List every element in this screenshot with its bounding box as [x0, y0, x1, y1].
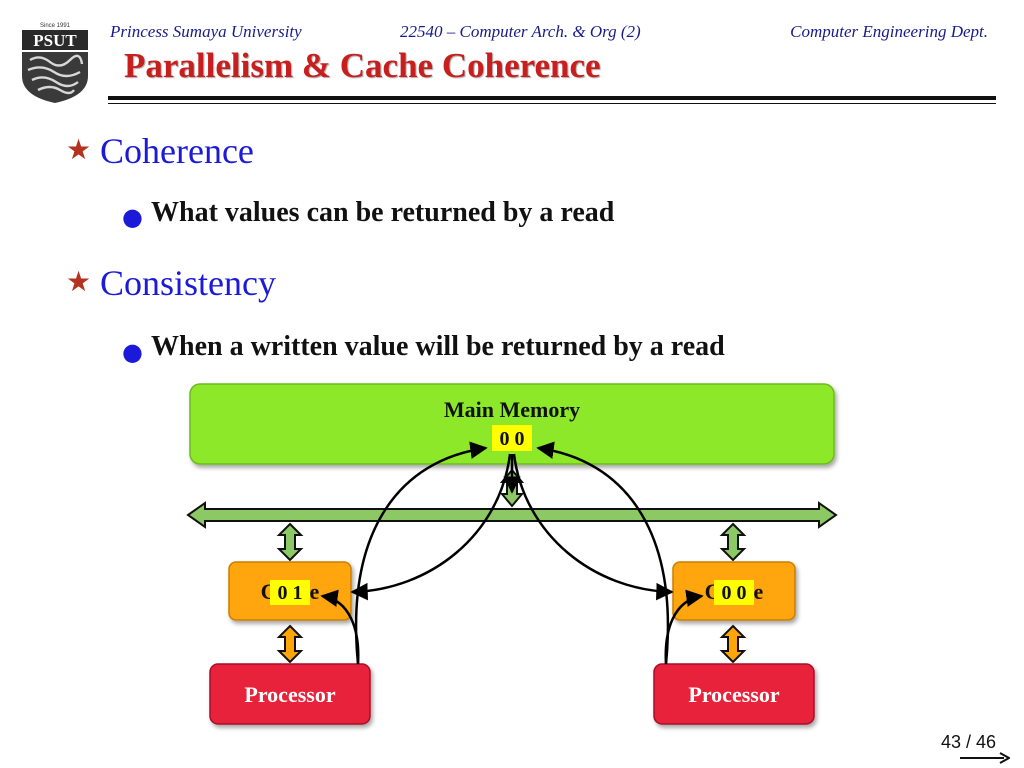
header-university: Princess Sumaya University: [110, 22, 302, 41]
logo-text-band: [22, 30, 88, 50]
cache-value-highlight-right: [714, 580, 754, 605]
cache-value-highlight-left: [270, 580, 310, 605]
processor-box-right: [653, 663, 815, 725]
round-bullet-icon: ●: [122, 203, 143, 231]
psut-logo: Since 1991 PSUT: [22, 23, 88, 103]
next-slide-icon[interactable]: [960, 752, 1010, 764]
logo-pattern: [27, 54, 84, 95]
slide-title: Parallelism & Cache Coherence: [124, 46, 601, 85]
round-bullet-icon: ●: [122, 338, 143, 366]
title-rule-thin: [108, 103, 996, 104]
memory-value-highlight: [492, 425, 532, 451]
read-arrow-left: [350, 453, 512, 601]
write-arrow-right: [536, 441, 670, 665]
sub-bullet-consistency: When a written value will be returned by…: [151, 331, 725, 362]
header-department: Computer Engineering Dept.: [790, 22, 988, 41]
write-arrow-left: [354, 441, 488, 665]
page-number: 43 / 46: [940, 732, 996, 752]
cache-value-left: 0 1: [278, 582, 303, 604]
main-memory-box: [189, 383, 835, 465]
processor-label-left: Processor: [244, 682, 335, 707]
memory-value: 0 0: [500, 428, 525, 450]
logo-caption: Since 1991: [40, 23, 71, 29]
system-bus: [186, 501, 838, 529]
main-memory-label: Main Memory: [444, 397, 580, 422]
bullet-coherence: Coherence: [100, 131, 254, 171]
bus-cache-connector-right: [719, 522, 747, 562]
star-bullet-icon: ★: [66, 133, 92, 166]
processor-label-right: Processor: [688, 682, 779, 707]
logo-text: PSUT: [33, 31, 77, 50]
cache-processor-connector-left: [276, 624, 304, 664]
sub-bullet-coherence: What values can be returned by a read: [151, 197, 615, 228]
processor-box-left: [209, 663, 371, 725]
processor-to-cache-arrow-left: [320, 589, 360, 665]
header-course: 22540 – Computer Arch. & Org (2): [400, 22, 641, 41]
title-rule-thick: [108, 96, 996, 100]
bullet-consistency: Consistency: [100, 263, 276, 303]
cache-processor-connector-right: [719, 624, 747, 664]
read-arrow-right: [512, 453, 674, 601]
processor-to-cache-arrow-right: [664, 589, 704, 665]
star-bullet-icon: ★: [66, 265, 92, 298]
cache-value-right: 0 0: [722, 582, 747, 604]
bus-cache-connector-left: [276, 522, 304, 562]
